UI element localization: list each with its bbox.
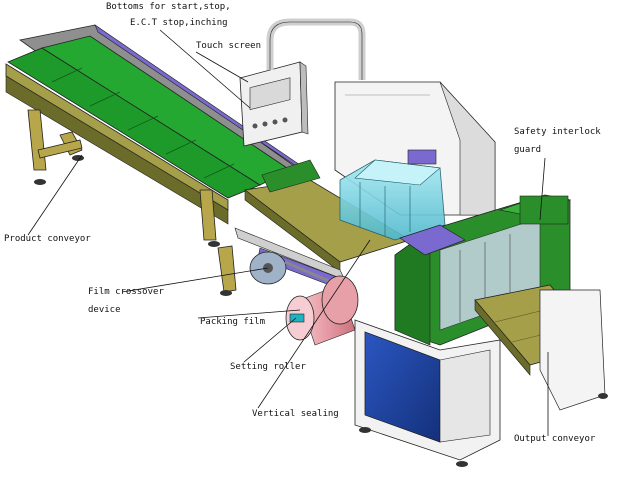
label-buttons-line1: Bottoms for start,stop, [106, 2, 231, 12]
setting-roller [289, 313, 305, 323]
film-crossover-device [234, 227, 351, 293]
label-film-crossover-line1: Film crossover [88, 287, 164, 297]
label-product-conveyor: Product conveyor [4, 234, 91, 244]
label-film-crossover-line2: device [88, 305, 121, 315]
product-conveyor [5, 24, 306, 296]
label-buttons-line2: E.C.T stop,inching [130, 18, 228, 28]
label-output-conveyor: Output conveyor [514, 434, 596, 444]
label-touch-screen: Touch screen [196, 41, 262, 51]
label-setting-roller: Setting roller [230, 362, 306, 372]
touch-screen [249, 77, 291, 111]
label-vertical-sealing: Vertical sealing [252, 409, 339, 419]
leader-lines [27, 29, 549, 436]
conveyor-legs [27, 109, 237, 293]
base-cabinet [354, 319, 501, 467]
output-conveyor [474, 284, 608, 411]
label-safety-guard-line2: guard [514, 145, 542, 155]
label-safety-guard-line1: Safety interlock [514, 127, 601, 137]
control-panel [239, 18, 366, 147]
vertical-sealing-unit [339, 149, 446, 241]
label-packing-film: Packing film [200, 317, 266, 327]
